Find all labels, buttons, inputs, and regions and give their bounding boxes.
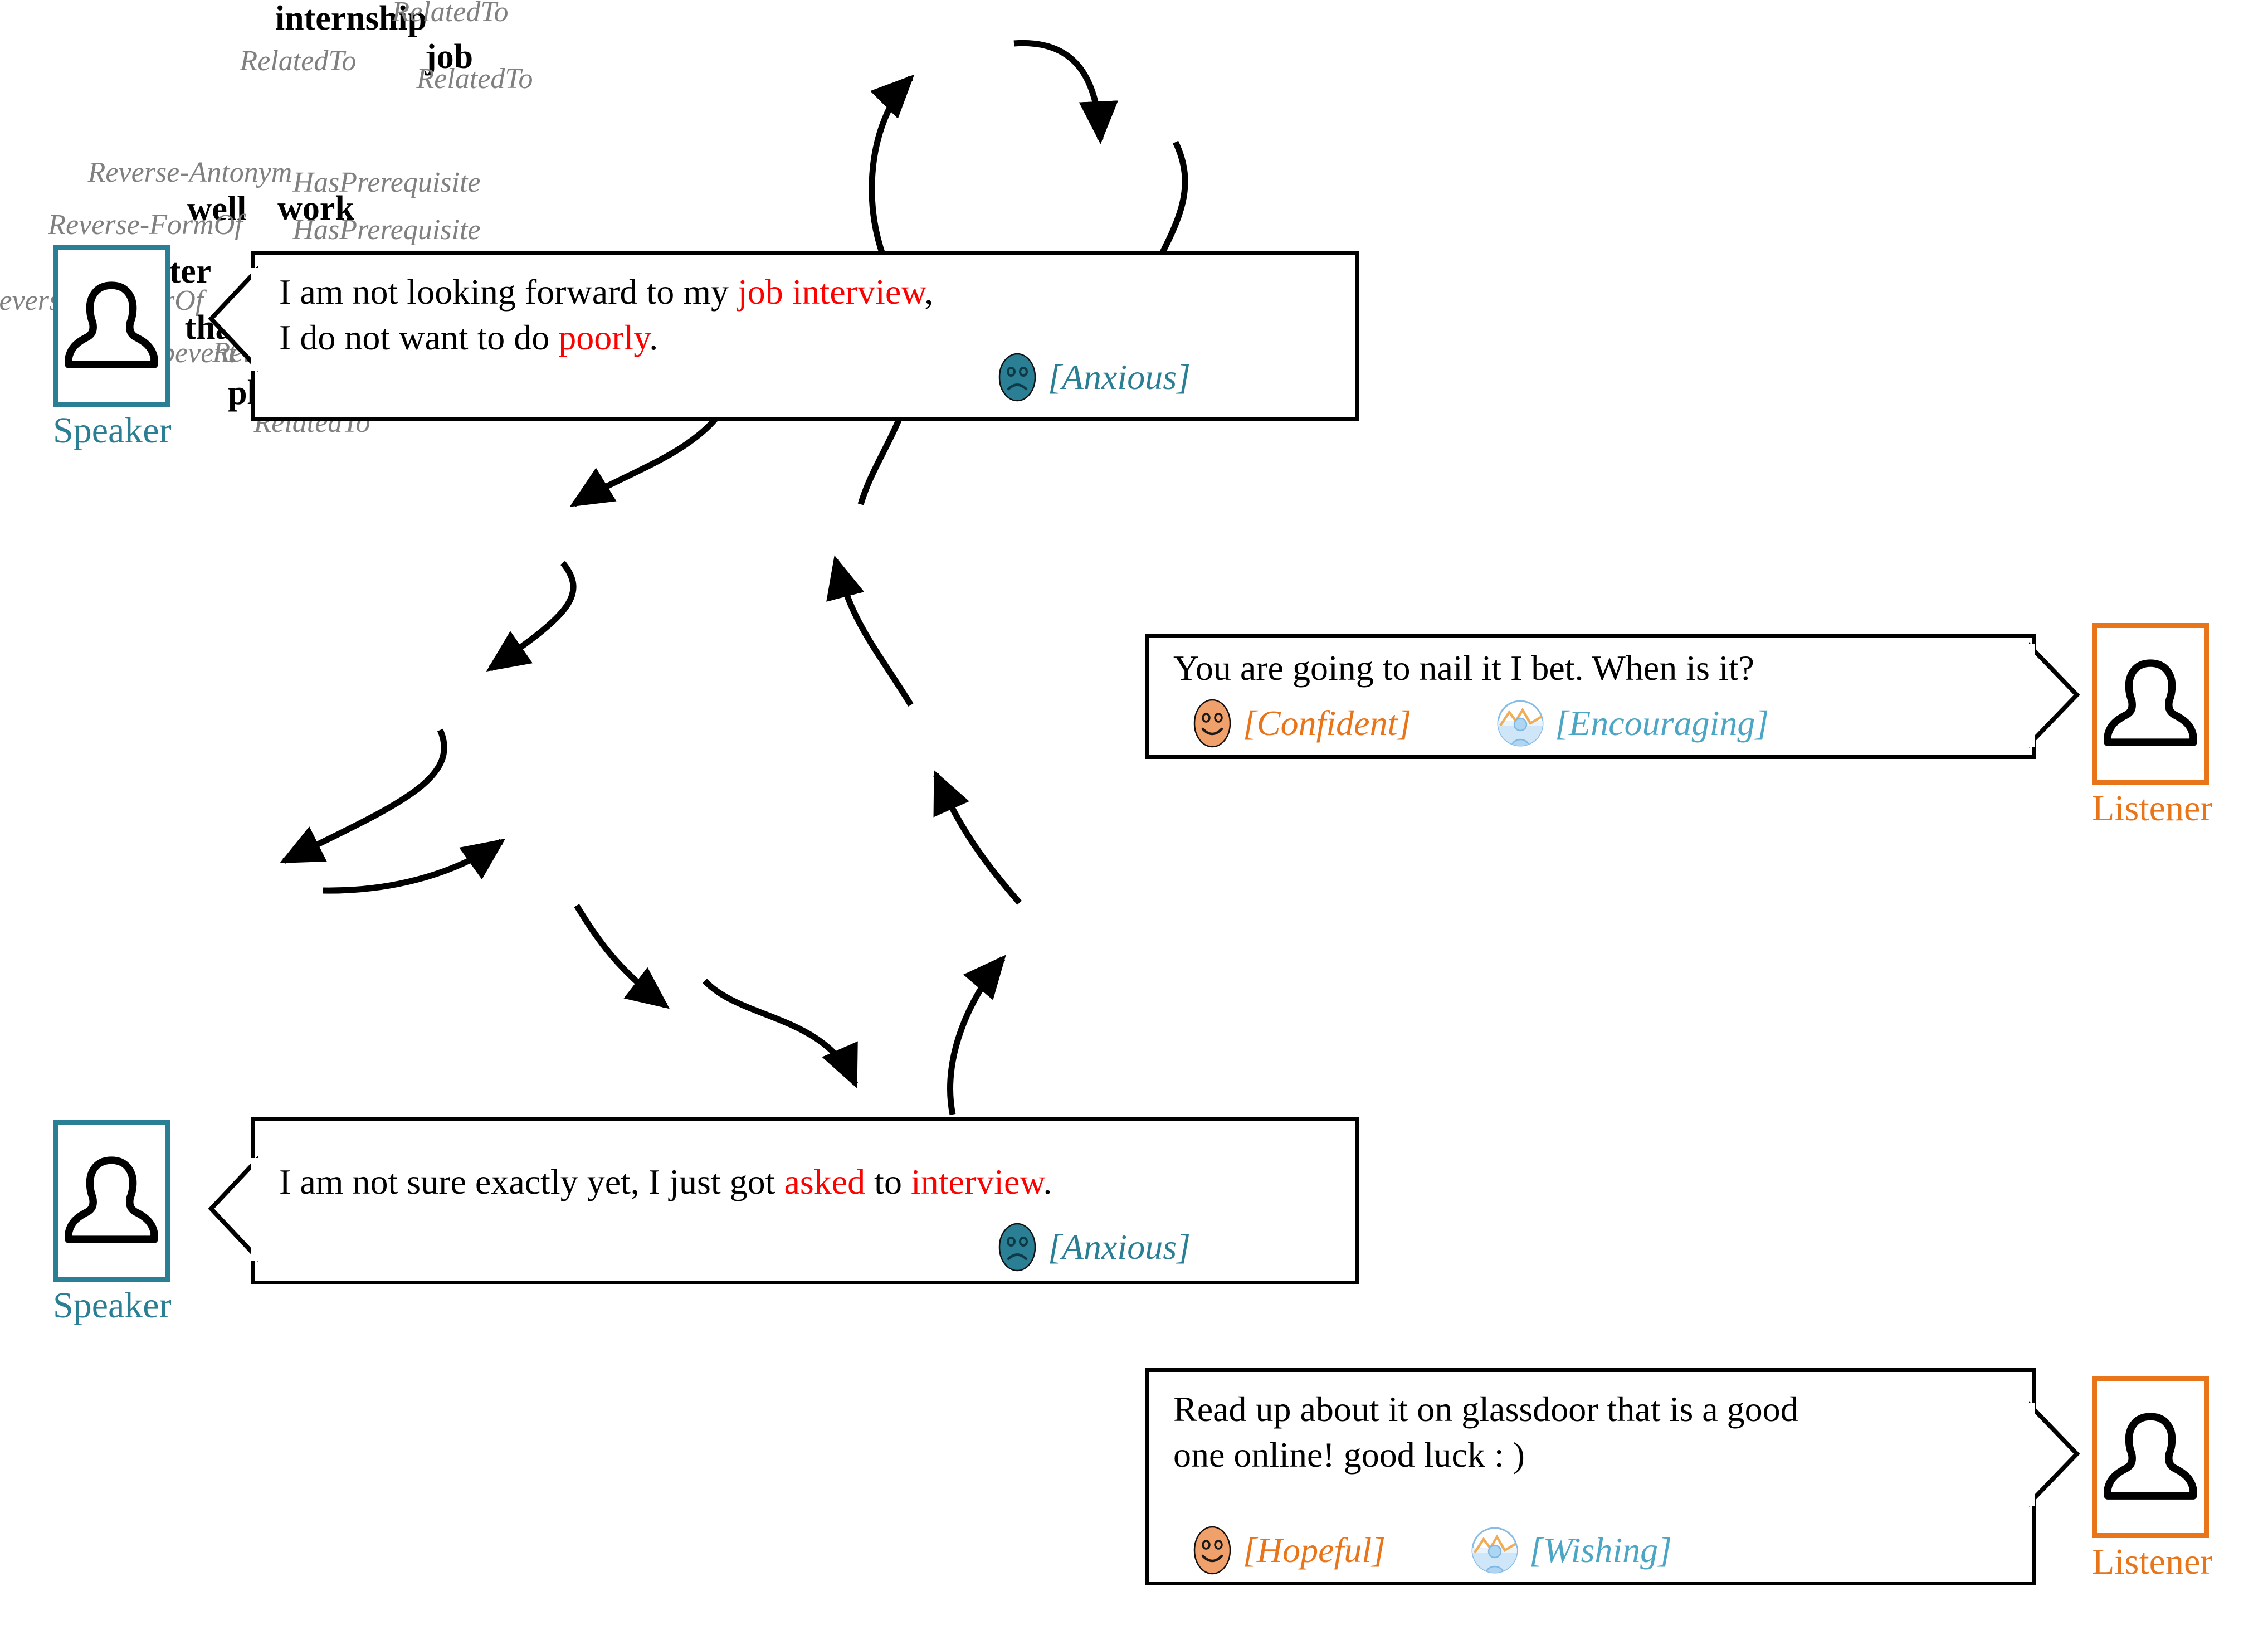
speaker-avatar-1: Speaker xyxy=(53,245,172,451)
speech-bubble-speaker-2: I am not sure exactly yet, I just got as… xyxy=(208,1117,1359,1284)
utterance-seg: You are going to nail it I bet. When is … xyxy=(1173,648,1754,688)
utterance-seg: one online! good luck : ) xyxy=(1173,1434,1525,1475)
avatar-frame xyxy=(2092,623,2209,785)
utterance-line: Read up about it on glassdoor that is a … xyxy=(1173,1386,2013,1432)
person-icon xyxy=(2104,659,2197,746)
smiley-face-icon xyxy=(1193,1526,1231,1575)
avatar-frame xyxy=(53,1120,170,1282)
emotion-row: [Anxious] xyxy=(996,351,1191,404)
listener-role-label: Listener xyxy=(2092,788,2213,829)
relation-label-reverse-formof: Reverse-FormOf xyxy=(48,209,243,241)
utterance-line: I am not sure exactly yet, I just got as… xyxy=(279,1159,1337,1205)
bubble-tail-right xyxy=(2026,1401,2080,1507)
emotion-label: [Anxious] xyxy=(1048,357,1191,397)
speaker-role-label: Speaker xyxy=(53,1285,172,1326)
strategy-tag-wishing: [Wishing] xyxy=(1469,1524,1672,1577)
relation-label-relatedto-internship: RelatedTo xyxy=(240,45,357,77)
relation-label-hasprerequisite-getting: HasPrerequisite xyxy=(292,214,481,246)
utterance-line: one online! good luck : ) xyxy=(1173,1432,2013,1478)
utterance-concept: job interview xyxy=(737,272,925,312)
utterance-concept: interview xyxy=(910,1162,1043,1201)
utterance-seg: to xyxy=(865,1162,911,1201)
utterance-text: I am not looking forward to my job inter… xyxy=(279,269,1337,361)
utterance-seg: Read up about it on glassdoor that is a … xyxy=(1173,1389,1798,1429)
utterance-seg: I am not sure exactly yet, I just got xyxy=(279,1162,784,1201)
speech-bubble-listener-2: Read up about it on glassdoor that is a … xyxy=(1145,1368,2080,1585)
strategy-tag-encouraging: [Encouraging] xyxy=(1495,697,1769,750)
sad-face-icon xyxy=(998,353,1036,402)
utterance-seg: I am not looking forward to my xyxy=(279,272,738,312)
speech-bubble-listener-1: You are going to nail it I bet. When is … xyxy=(1145,634,2080,759)
relation-label-relatedto-job: RelatedTo xyxy=(416,63,533,95)
kg-node-internship: internship xyxy=(275,0,427,37)
person-icon xyxy=(2104,1413,2197,1500)
utterance-line: I do not want to do poorly. xyxy=(279,315,1337,361)
kg-node-work: work xyxy=(277,189,354,227)
utterance-text: I am not sure exactly yet, I just got as… xyxy=(279,1159,1337,1205)
emotion-tag-hopeful: [Hopeful] xyxy=(1191,1524,1386,1577)
relation-label-relatedto-internship-job: RelatedTo xyxy=(392,0,509,28)
person-icon xyxy=(65,1156,158,1243)
smiley-face-icon xyxy=(1193,699,1231,748)
utterance-concept: poorly xyxy=(558,317,650,357)
bubble-tail-left xyxy=(208,265,260,372)
strategy-label: [Encouraging] xyxy=(1555,703,1769,743)
kg-node-job: job xyxy=(425,38,474,76)
emotion-tag-anxious: [Anxious] xyxy=(996,351,1191,404)
emotion-label: [Anxious] xyxy=(1048,1227,1191,1267)
bubble-tail-right xyxy=(2026,642,2080,748)
relation-label-hasprerequisite-work: HasPrerequisite xyxy=(292,167,481,198)
utterance-seg: . xyxy=(1043,1162,1052,1201)
listener-role-label: Listener xyxy=(2092,1541,2213,1582)
emotion-row: [Confident] [Encoura xyxy=(1191,697,1769,750)
utterance-seg: . xyxy=(649,317,659,357)
speaker-role-label: Speaker xyxy=(53,410,172,451)
avatar-frame xyxy=(2092,1376,2209,1538)
utterance-text: Read up about it on glassdoor that is a … xyxy=(1173,1386,2013,1478)
kg-node-well: well xyxy=(187,190,247,228)
utterance-concept: asked xyxy=(784,1162,866,1201)
speaker-avatar-2: Speaker xyxy=(53,1120,172,1326)
speech-bubble-speaker-1: I am not looking forward to my job inter… xyxy=(208,251,1359,421)
utterance-seg: , xyxy=(924,272,934,312)
emotion-tag-confident: [Confident] xyxy=(1191,697,1411,750)
relation-label-reverse-antonym: Reverse-Antonym xyxy=(87,157,292,188)
emotion-label: [Hopeful] xyxy=(1243,1530,1386,1570)
emotion-tag-anxious: [Anxious] xyxy=(996,1220,1191,1274)
person-icon xyxy=(65,281,158,368)
bubble-tail-left xyxy=(208,1155,260,1262)
strategy-icon xyxy=(1497,700,1544,747)
sad-face-icon xyxy=(998,1223,1036,1272)
utterance-text: You are going to nail it I bet. When is … xyxy=(1173,645,2013,691)
emotion-row: [Anxious] xyxy=(996,1220,1191,1274)
strategy-label: [Wishing] xyxy=(1529,1530,1672,1570)
strategy-icon xyxy=(1471,1527,1518,1574)
avatar-frame xyxy=(53,245,170,407)
emotion-row: [Hopeful] [Wishing] xyxy=(1191,1524,1672,1577)
listener-avatar-2: Listener xyxy=(2092,1376,2213,1582)
listener-avatar-1: Listener xyxy=(2092,623,2213,829)
utterance-line: You are going to nail it I bet. When is … xyxy=(1173,645,2013,691)
utterance-line: I am not looking forward to my job inter… xyxy=(279,269,1337,315)
emotion-label: [Confident] xyxy=(1243,703,1412,743)
utterance-seg: I do not want to do xyxy=(279,317,559,357)
